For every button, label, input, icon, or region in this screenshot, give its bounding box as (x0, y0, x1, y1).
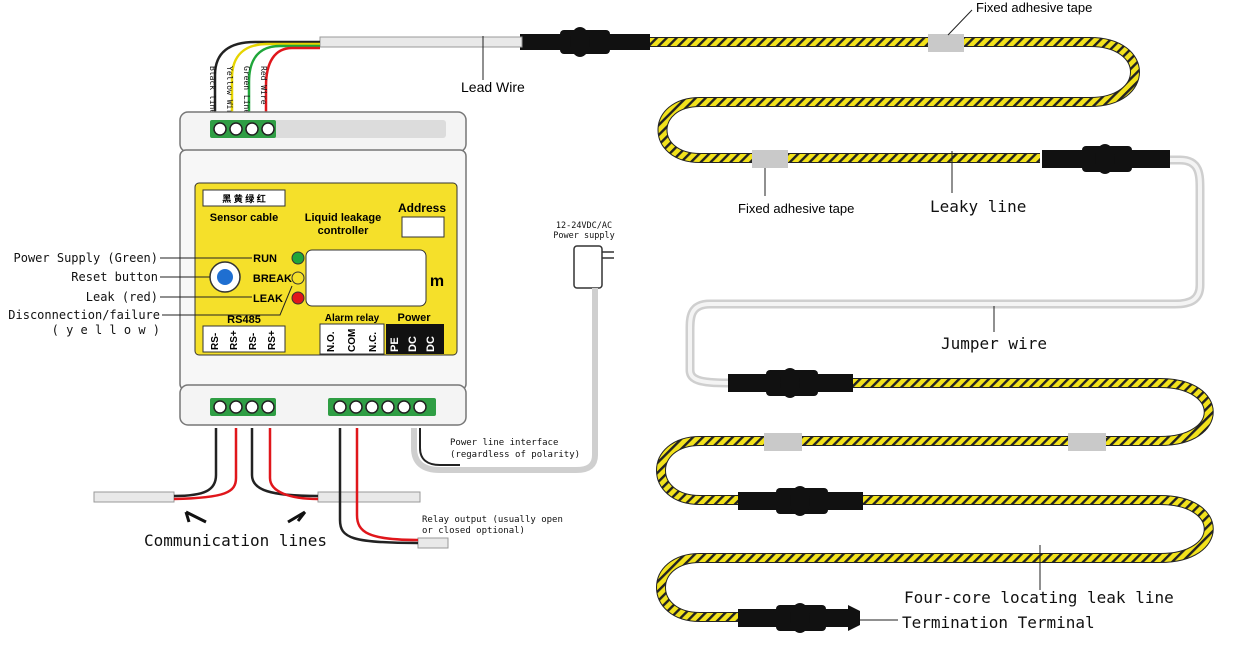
termination-label: Termination Terminal (902, 613, 1095, 632)
red-wire-label: Red Wire (259, 66, 268, 105)
alarm-relay-label: Alarm relay (325, 313, 380, 324)
power-line-label-1: Power line interface (450, 438, 558, 448)
distance-display (305, 249, 427, 307)
adhesive-tape (1068, 433, 1106, 451)
relay-output-label-1: Relay output (usually open (422, 515, 563, 525)
power-pin-dc2: DC (425, 336, 437, 352)
rs-pin-2: RS+ (229, 330, 240, 350)
power-supply-callout: Power Supply (Green) (14, 251, 159, 265)
yellow-callout: ( y e l l o w ) (52, 323, 160, 337)
leak-callout: Leak (red) (86, 290, 158, 304)
power-label: Power (397, 312, 431, 324)
leaky-line-upper (640, 38, 1139, 162)
output-cables: Relay output (usually open or closed opt… (93, 428, 563, 550)
disconnection-callout: Disconnection/failure (8, 308, 160, 322)
power-supply-title-1: 12-24VDC/AC (556, 221, 612, 231)
adhesive-tape (752, 150, 788, 168)
jumper-connector (728, 368, 853, 398)
four-core-leak-line (657, 379, 1213, 621)
rs-pin-3: RS- (248, 333, 259, 350)
leak-label: LEAK (253, 293, 283, 305)
address-label: Address (398, 201, 446, 215)
yellow-wire-label: Yellow Wire (225, 66, 234, 119)
route-labels: Fixed adhesive tape Lead Wire Fixed adhe… (461, 0, 1174, 632)
sensor-chars: 黑 黄 绿 红 (222, 193, 266, 204)
mid-connector (1042, 144, 1170, 174)
jumper-wire-label: Jumper wire (941, 334, 1047, 353)
unit-label: m (430, 273, 444, 290)
power-supply-title-2: Power supply (553, 231, 614, 241)
power-adapter (573, 245, 603, 289)
adhesive-tape (764, 433, 802, 451)
relay-pin-com: COM (347, 329, 358, 352)
rs485-label: RS485 (227, 314, 261, 326)
lower-connector (738, 486, 863, 516)
reset-button-callout: Reset button (71, 270, 158, 284)
leak-line-route (520, 27, 1214, 633)
four-core-label: Four-core locating leak line (904, 588, 1174, 607)
break-led (291, 271, 305, 285)
lead-wire: Black line Yellow Wire Green Line Red Wi… (208, 36, 523, 119)
power-line-label-2: (regardless of polarity) (450, 450, 580, 460)
address-display (401, 216, 445, 238)
relay-pin-no: N.O. (326, 331, 337, 352)
callout-lines (160, 9, 1041, 621)
adhesive-tape (928, 34, 964, 52)
break-label: BREAK (253, 273, 292, 285)
top-terminal-screws (213, 122, 275, 136)
power-pin-pe: PE (389, 337, 401, 352)
rs-pin-4: RS+ (267, 330, 278, 350)
controller-callouts: Power Supply (Green) Reset button Leak (… (8, 251, 160, 337)
communication-lines-label: Communication lines (144, 531, 327, 550)
relay-output-label-2: or closed optional) (422, 526, 525, 536)
rs-pin-1: RS- (210, 333, 221, 350)
power-supply: 12-24VDC/AC Power supply Power line inte… (411, 221, 615, 473)
controller-title-2: controller (318, 225, 369, 237)
reset-button-cap[interactable] (217, 269, 233, 285)
controller-title-1: Liquid leakage (305, 212, 381, 224)
run-label: RUN (253, 253, 277, 265)
termination-terminal (738, 603, 860, 633)
lead-wire-label: Lead Wire (461, 79, 525, 95)
fixed-tape-top-label: Fixed adhesive tape (976, 0, 1092, 15)
controller: 黑 黄 绿 红 Sensor cable Liquid leakage cont… (179, 111, 467, 426)
lead-connector (520, 27, 650, 57)
green-line-label: Green Line (242, 66, 251, 114)
relay-pin-nc: N.C. (368, 332, 379, 352)
sensor-cable-label: Sensor cable (210, 212, 278, 224)
leak-led (291, 291, 305, 305)
black-line-label: Black line (208, 66, 217, 114)
power-pin-dc1: DC (407, 336, 419, 352)
fixed-tape-mid-label: Fixed adhesive tape (738, 201, 854, 216)
bottom-terminal-screws (213, 400, 427, 414)
leaky-line-label: Leaky line (930, 197, 1026, 216)
run-led (291, 251, 305, 265)
